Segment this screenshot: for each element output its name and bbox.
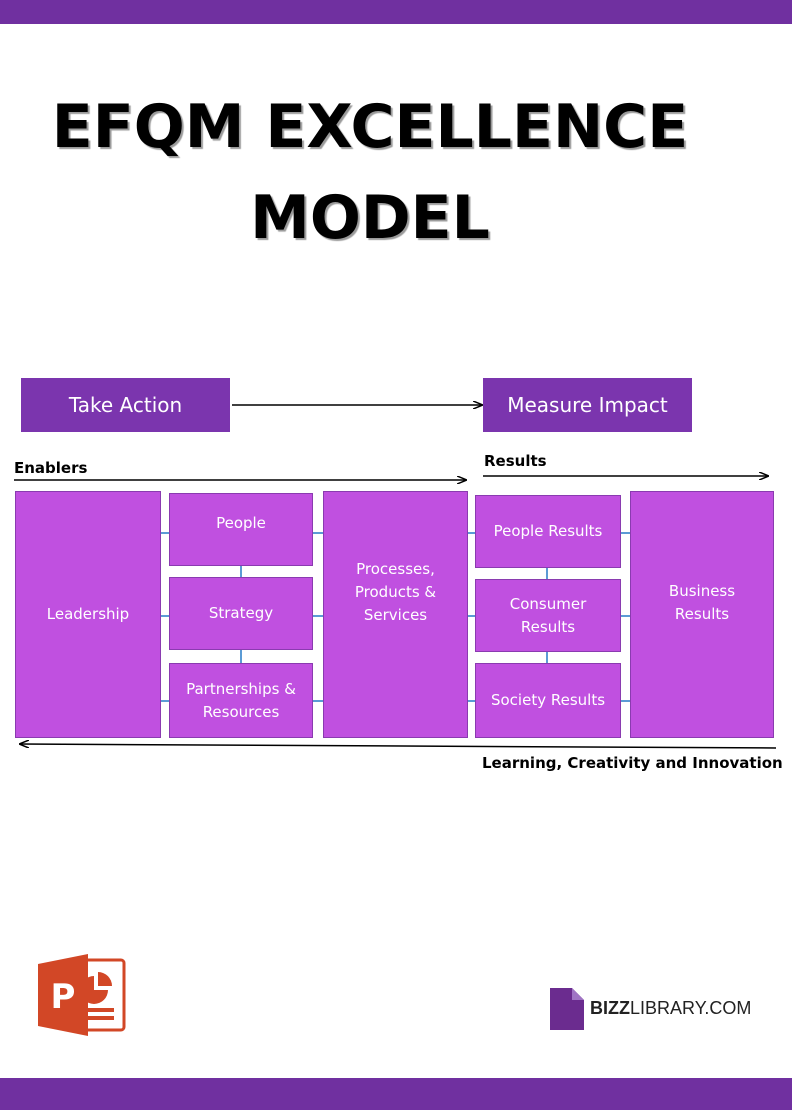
processes-text-1: Processes, xyxy=(356,560,435,578)
powerpoint-letter: P xyxy=(51,977,76,1017)
page-title-line-2: MODEL xyxy=(250,183,490,253)
bizzlibrary-logo-icon xyxy=(550,988,584,1030)
processes-text-3: Services xyxy=(363,606,428,624)
bottom-color-band xyxy=(0,1078,792,1110)
partnerships-text-2: Resources xyxy=(202,702,280,721)
learning-arrow xyxy=(20,744,777,749)
learning-label: Learning, Creativity and Innovation xyxy=(482,754,783,772)
partnerships-box: Partnerships & Resources xyxy=(169,663,313,738)
business-results-text-1: Business xyxy=(668,581,736,600)
leadership-box: Leadership xyxy=(15,491,161,738)
people-box: People xyxy=(169,493,313,566)
measure-impact-box: Measure Impact xyxy=(483,378,692,432)
strategy-box: Strategy xyxy=(169,577,313,650)
brand-bold: BIZZ xyxy=(590,998,630,1018)
partnerships-text-1: Partnerships & xyxy=(186,679,296,698)
society-results-box: Society Results xyxy=(475,663,621,738)
business-results-box: Business Results xyxy=(630,491,774,738)
consumer-results-text-1: Consumer xyxy=(509,594,587,613)
results-label: Results xyxy=(484,452,547,470)
society-results-text: Society Results xyxy=(490,691,606,709)
people-results-box: People Results xyxy=(475,495,621,568)
take-action-box: Take Action xyxy=(21,378,230,432)
consumer-results-text-2: Results xyxy=(520,617,576,636)
people-text: People xyxy=(216,514,266,532)
powerpoint-icon: P xyxy=(38,954,126,1036)
strategy-text: Strategy xyxy=(208,604,274,622)
bizzlibrary-brand-text: BIZZLIBRARY.COM xyxy=(590,998,751,1019)
people-results-text: People Results xyxy=(493,522,603,540)
leadership-text: Leadership xyxy=(46,605,130,623)
top-color-band xyxy=(0,0,792,24)
processes-text-2: Products & xyxy=(354,583,437,601)
page-title-line-1: EFQM EXCELLENCE xyxy=(51,92,689,162)
processes-box: Processes, Products & Services xyxy=(323,491,468,738)
brand-rest: LIBRARY.COM xyxy=(630,998,752,1018)
box-connector-lines xyxy=(160,532,630,702)
consumer-results-box: Consumer Results xyxy=(475,579,621,652)
business-results-text-2: Results xyxy=(674,604,730,623)
enablers-label: Enablers xyxy=(14,459,88,477)
